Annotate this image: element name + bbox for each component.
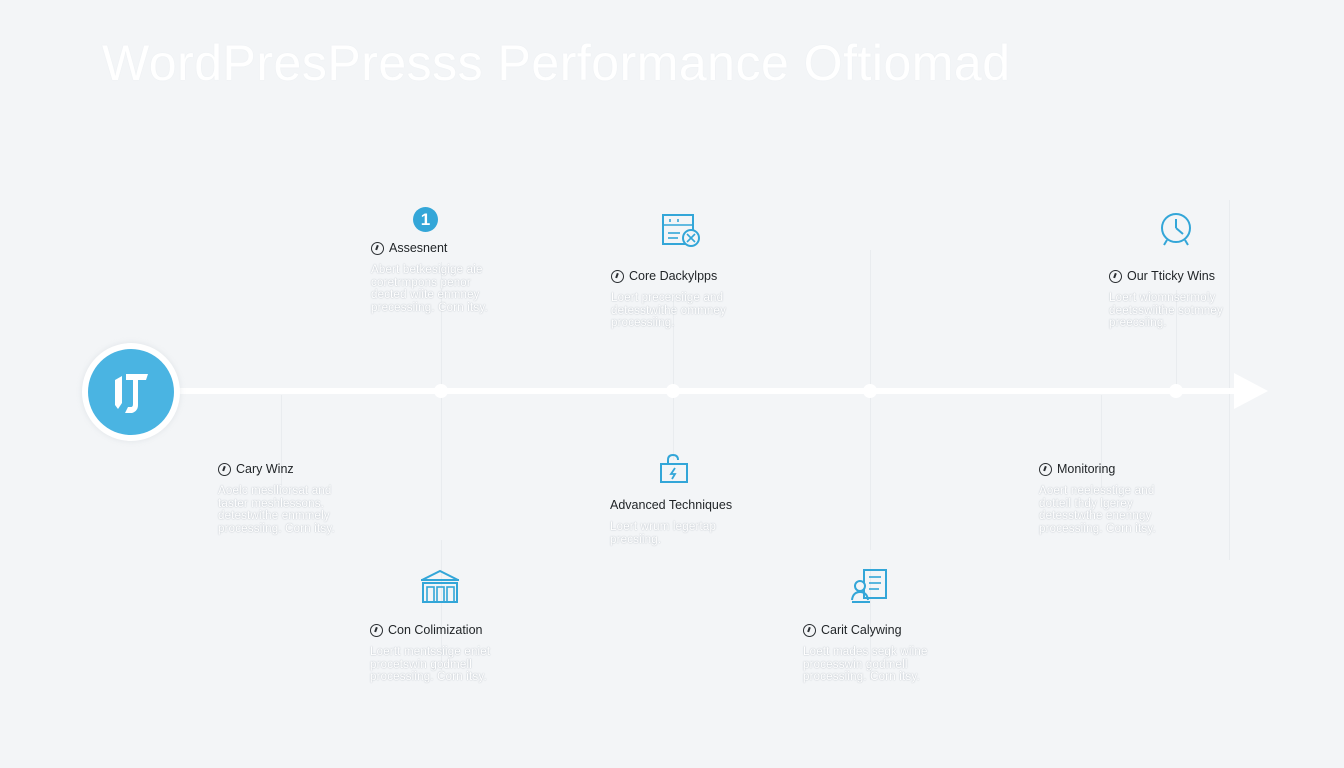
milestone-early-wins: Cary Winz Aoelc meslliorsat and taster m… bbox=[218, 461, 335, 535]
dollar-icon bbox=[1039, 462, 1052, 476]
milestone-description: Loertt mentssiige eniet procetswin godme… bbox=[370, 646, 491, 683]
milestone-description: Aoert neelesstige and dotteil thdy lgere… bbox=[1039, 485, 1156, 535]
logo-mark bbox=[88, 349, 174, 435]
milestone-label: Advanced Techniques bbox=[610, 498, 733, 512]
milestone-description: Abert betkesigige aie coretrmpons penor … bbox=[371, 264, 488, 314]
guide-line bbox=[441, 540, 442, 670]
milestone-description: Loert wrum legertap precsiing. bbox=[610, 521, 717, 546]
timeline-arrow-head bbox=[1234, 373, 1268, 409]
milestone-caching: Carit Calywing Loett mades segk wiine pr… bbox=[803, 622, 928, 684]
guide-line bbox=[870, 250, 871, 550]
info-icon bbox=[371, 241, 384, 255]
pen-icon bbox=[611, 269, 624, 283]
milestone-monitoring: Monitoring Aoert neelesstige and dotteil… bbox=[1039, 461, 1156, 535]
guide-line bbox=[281, 395, 282, 485]
copyright-icon bbox=[218, 462, 231, 476]
timeline-node bbox=[666, 384, 680, 398]
milestone-label: Carit Calywing bbox=[821, 623, 902, 637]
clock-icon bbox=[1158, 210, 1194, 253]
milestone-label: Cary Winz bbox=[236, 462, 294, 476]
timeline-axis bbox=[175, 388, 1237, 394]
page-title: WordPresPresss Performance Oftiomad bbox=[102, 35, 1011, 91]
gear-icon bbox=[803, 623, 816, 637]
logo bbox=[82, 343, 180, 441]
unlock-icon bbox=[657, 451, 691, 490]
milestone-optimization: Con Colimization Loertt mentssiige eniet… bbox=[370, 622, 490, 684]
check-icon bbox=[370, 623, 383, 637]
guide-line bbox=[1176, 290, 1177, 390]
timeline-node bbox=[863, 384, 877, 398]
milestone-advanced: Advanced Techniques Loert wrum legertap … bbox=[610, 497, 732, 546]
milestone-description: Aoelc meslliorsat and taster meshlessons… bbox=[218, 485, 335, 535]
milestone-label: Con Colimization bbox=[388, 623, 483, 637]
gear-icon bbox=[1109, 269, 1122, 283]
guide-line bbox=[1229, 200, 1230, 560]
milestone-description: Loett mades segk wiine processwin godmel… bbox=[803, 646, 928, 683]
milestone-label: Monitoring bbox=[1057, 462, 1116, 476]
milestone-quick-wins: Our Tticky Wins Loert wiomnsermoly deets… bbox=[1109, 268, 1223, 330]
milestone-label: Assesnent bbox=[389, 241, 448, 255]
step-number-badge: 1 bbox=[413, 207, 438, 232]
timeline-node bbox=[434, 384, 448, 398]
milestone-label: Core Dackylpps bbox=[629, 269, 718, 283]
guide-line bbox=[673, 300, 674, 460]
guide-line bbox=[1101, 395, 1102, 490]
milestone-core: Core Dackylpps Loert precersiige and det… bbox=[611, 268, 726, 330]
timeline-node bbox=[1169, 384, 1183, 398]
id-card-icon bbox=[850, 566, 890, 611]
milestone-label: Our Tticky Wins bbox=[1127, 269, 1215, 283]
store-icon bbox=[418, 568, 462, 611]
milestone-description: Loert wiomnsermoly deetsswiithe sotmney … bbox=[1109, 292, 1223, 329]
milestone-description: Loert precersiige and detesstwithe ommne… bbox=[611, 292, 727, 329]
milestone-assessment: Assesnent Abert betkesigige aie coretrmp… bbox=[371, 240, 488, 314]
chart-settings-icon bbox=[660, 211, 704, 256]
guide-line bbox=[870, 560, 871, 680]
